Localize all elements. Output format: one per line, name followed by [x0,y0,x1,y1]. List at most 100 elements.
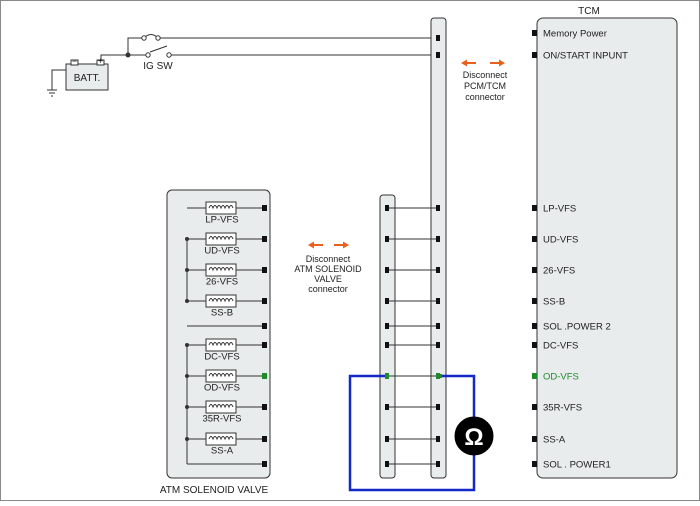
tcm-pin-terminal [532,404,537,410]
tcm-pin-terminal [532,267,537,273]
pcm-connector-pin [436,205,440,211]
coil-winding [208,205,234,210]
valve-connector-pin [262,436,267,442]
tcm-pin-label: SOL .POWER 2 [543,322,611,333]
ig-switch-contact-right [166,52,172,58]
tcm-pin-label: ON/START INPUNT [543,51,628,62]
tcm-pin-terminal [532,236,537,242]
valve-connector-pin [262,461,267,467]
harness-wires [385,35,440,467]
probe-point-valve-side [385,374,389,378]
valve-connector-pin [262,267,267,273]
battery-positive-wire [100,54,128,64]
tcm-pin-terminal [532,298,537,304]
ig-switch-label: IG SW [143,61,173,72]
atm-connector-pin [385,267,389,273]
tcm-pin-label: 35R-VFS [543,403,582,414]
pcm-disconnect-line2: PCM/TCM [464,81,506,91]
atm-disconnect-line3: VALVE [314,274,342,284]
atm-disconnect-line4: connector [308,284,348,294]
atm-connector-pin [385,236,389,242]
solenoid-coil-label: SS-A [211,446,234,457]
valve-connector-pin [262,323,267,329]
tcm-pin-label: DC-VFS [543,341,578,352]
coil-winding [208,404,234,409]
solenoid-coil-label: 26-VFS [206,277,238,288]
battery-label: BATT. [74,73,100,84]
ohmmeter-symbol [454,416,494,456]
tcm-pin-terminal [532,461,537,467]
pcm-disconnect-arrows [461,59,505,67]
pcm-connector-pin [436,267,440,273]
atm-disconnect-line1: Disconnect [306,254,351,264]
tcm-module [536,17,678,479]
solenoid-coil-label: OD-VFS [204,383,240,394]
ohmmeter-test-loop: Ω [348,374,494,492]
valve-connector-pin [262,373,267,379]
battery-body [65,63,109,91]
solenoid-coil-label: UD-VFS [204,246,239,257]
pcm-connector-pin [436,52,440,58]
pcm-disconnect-line1: Disconnect [463,70,508,80]
tcm-pin-label: UD-VFS [543,235,578,246]
tcm-pin-label: 26-VFS [543,266,575,277]
pcm-connector-pin [436,342,440,348]
valve-connector-pin [262,404,267,410]
atm-solenoid-valve-title: ATM SOLENOID VALVE [160,485,269,496]
atm-connector-pin [385,205,389,211]
coil-winding [208,342,234,347]
solenoid-coil-label: SS-B [211,308,233,319]
atm-solenoid-valve-module [166,189,271,479]
pcm-disconnect-note: Disconnect PCM/TCM connector [461,59,508,102]
tcm-pin-label: SS-A [543,435,566,446]
pcm-connector-pin [436,298,440,304]
tcm-pin-label: OD-VFS [543,372,579,383]
battery-negative-terminal [70,59,79,66]
coil-winding [208,373,234,378]
tcm-pin-terminal [532,436,537,442]
valve-connector-pin [262,205,267,211]
pcm-disconnect-line3: connector [465,92,505,102]
tcm-pin-terminal [532,205,537,211]
valve-connector-pin [262,342,267,348]
fuse-contact-right [155,35,161,41]
atm-connector-pin [385,298,389,304]
coil-winding [208,298,234,303]
solenoid-coil-label: LP-VFS [205,215,238,226]
atm-connector-pin [385,436,389,442]
valve-connector-pin [262,236,267,242]
solenoid-coil-label: DC-VFS [204,352,239,363]
pcm-connector-pin [436,323,440,329]
pcm-connector-pin [436,35,440,41]
tcm-pin-label: SS-B [543,297,565,308]
pcm-connector-pin [436,404,440,410]
ig-switch-blade [149,45,168,53]
atm-connector-pin [385,342,389,348]
tcm-pin-terminal [532,342,537,348]
atm-disconnect-arrows [308,241,349,249]
pcm-tcm-connector [430,17,447,479]
coil-winding [208,267,234,272]
fuse-contact-left [141,35,147,41]
tcm-pin-label: Memory Power [543,29,607,40]
coil-winding [208,236,234,241]
atm-connector-pin [385,323,389,329]
battery-positive-terminal [96,59,105,66]
battery-minus-sign: − [72,56,77,66]
pcm-connector-pin [436,436,440,442]
atm-connector-pin [385,404,389,410]
probe-point-tcm-side [438,374,442,378]
atm-connector-pin [385,461,389,467]
battery-plus-sign: + [98,56,103,66]
ohmmeter-omega: Ω [464,424,483,451]
solenoid-coil-label: 35R-VFS [202,414,241,425]
atm-disconnect-note: Disconnect ATM SOLENOID VALVE connector [294,241,362,294]
wire-junction-dot [125,52,131,58]
tcm-pin-label: LP-VFS [543,204,576,215]
coil-winding [208,436,234,441]
valve-connector-pin [262,298,267,304]
ohmmeter-lead-wire [348,374,476,492]
